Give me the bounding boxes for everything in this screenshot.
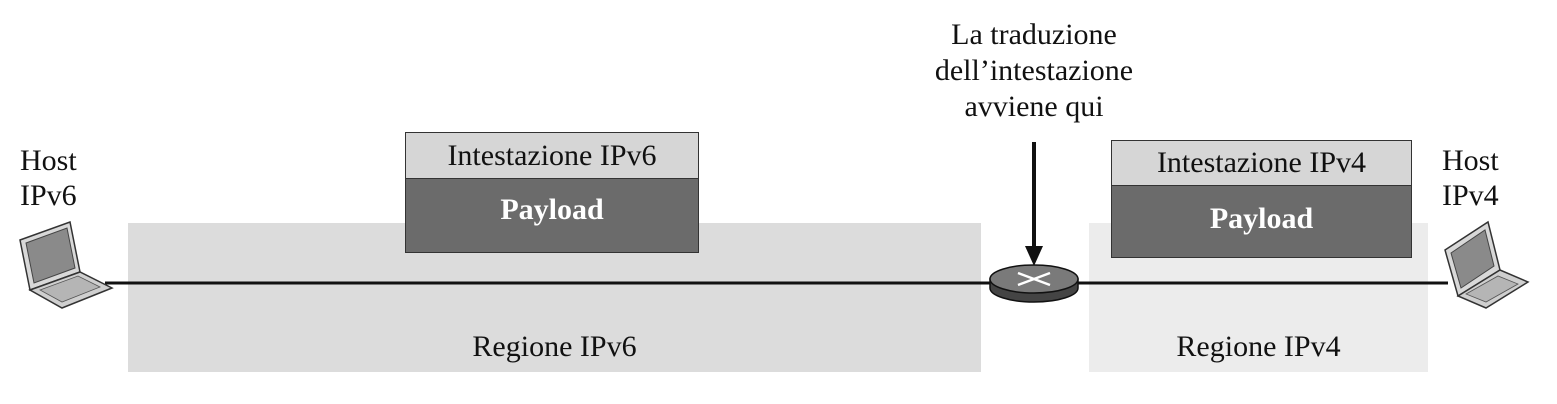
translation-note: La traduzione dell’intestazione avviene … [884,17,1184,125]
translation-note-line1: La traduzione [951,18,1117,51]
packet-ipv6: Intestazione IPv6 Payload [405,132,699,253]
translation-note-line3: avviene qui [964,90,1104,123]
laptop-icon-ipv6 [19,220,114,309]
host-ipv4-label: Host IPv4 [1442,143,1499,213]
packet-ipv4-payload: Payload [1112,186,1411,257]
packet-ipv4: Intestazione IPv4 Payload [1111,140,1412,258]
packet-ipv6-header: Intestazione IPv6 [406,133,698,179]
host-ipv6-label: Host IPv6 [20,143,77,213]
region-ipv4-label: Regione IPv4 [1176,330,1341,363]
laptop-icon-ipv4 [1444,220,1530,309]
packet-ipv4-header: Intestazione IPv4 [1112,141,1411,186]
host-ipv4-line2: IPv4 [1442,179,1499,212]
region-ipv6-label: Regione IPv6 [472,330,637,363]
host-ipv6-line1: Host [20,144,77,177]
host-ipv4-line1: Host [1442,144,1499,177]
packet-ipv6-payload: Payload [406,179,698,252]
router-icon [989,264,1079,303]
arrow-down-icon [1025,142,1043,266]
host-ipv6-line2: IPv6 [20,179,77,212]
translation-note-line2: dell’intestazione [934,54,1134,87]
